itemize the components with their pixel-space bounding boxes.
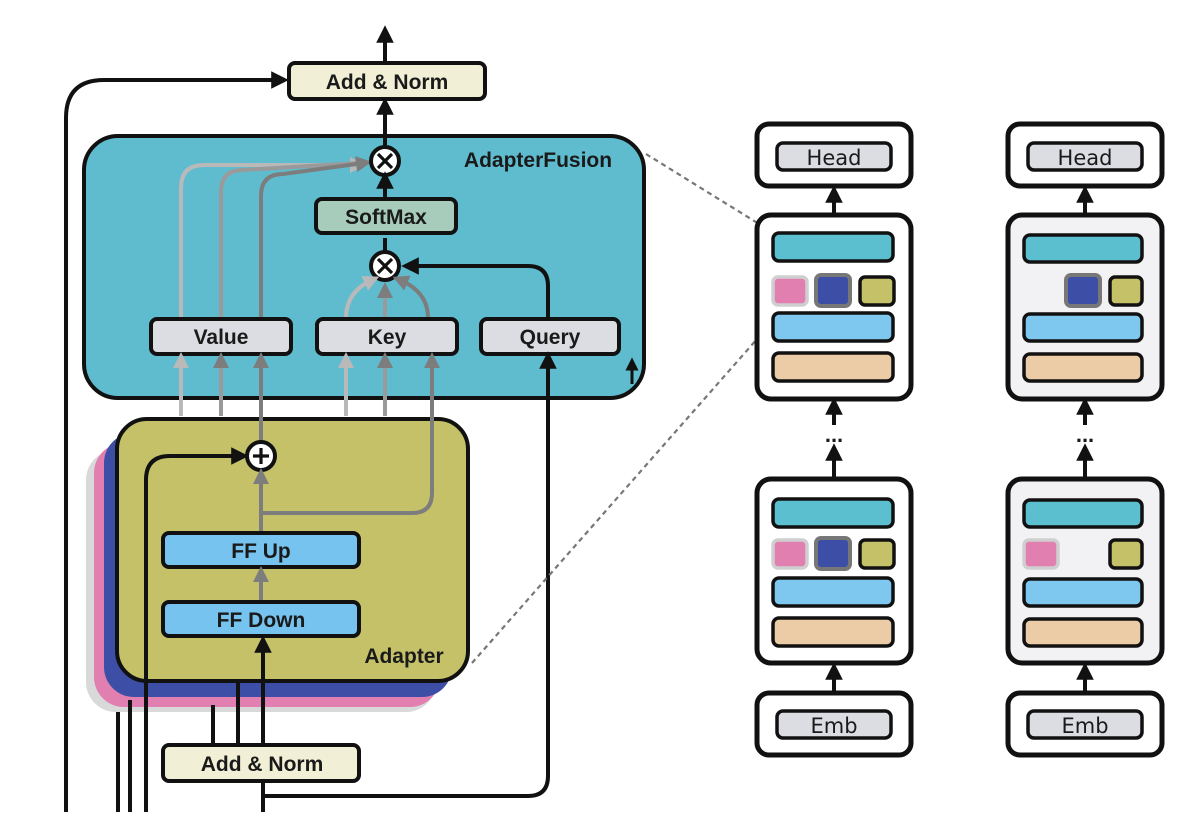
- softmax-box: [314, 197, 458, 235]
- svg-text:Head: Head: [1058, 146, 1113, 170]
- svg-text:Query: Query: [520, 326, 581, 349]
- ellipsis: ...: [1076, 422, 1094, 447]
- query-to-multiply: [401, 257, 550, 318]
- ellipsis: ...: [825, 422, 843, 447]
- value-line-dark: [259, 156, 372, 318]
- add-norm-bottom: [161, 743, 361, 783]
- adapterfusion-title: AdapterFusion: [464, 149, 612, 172]
- adapter-skip-connection: [144, 447, 249, 812]
- value-line-mid: [219, 161, 359, 338]
- svg-text:Add & Norm: Add & Norm: [326, 71, 449, 94]
- svg-text:Value: Value: [194, 326, 249, 349]
- svg-text:Emb: Emb: [810, 714, 857, 738]
- value-line-light: [179, 157, 366, 338]
- svg-text:Emb: Emb: [1061, 714, 1108, 738]
- svg-text:Key: Key: [368, 326, 407, 349]
- adapter-title: Adapter: [364, 645, 443, 668]
- adapterfusion-box: [82, 134, 646, 400]
- head-box: [775, 141, 893, 172]
- head-box: [1026, 141, 1144, 172]
- model-stack-1: Head ... Emb: [754, 121, 914, 758]
- svg-text:Head: Head: [807, 146, 862, 170]
- emb-box: [775, 709, 893, 740]
- residual-connection-top: [64, 71, 289, 812]
- svg-text:FF Down: FF Down: [217, 609, 306, 632]
- model-stack-2: Head ... Emb: [1005, 121, 1165, 758]
- svg-text:FF Up: FF Up: [231, 540, 290, 563]
- query-input-route: [263, 351, 557, 798]
- emb-box: [1026, 709, 1144, 740]
- svg-text:Add & Norm: Add & Norm: [201, 753, 324, 776]
- svg-text:SoftMax: SoftMax: [345, 206, 427, 229]
